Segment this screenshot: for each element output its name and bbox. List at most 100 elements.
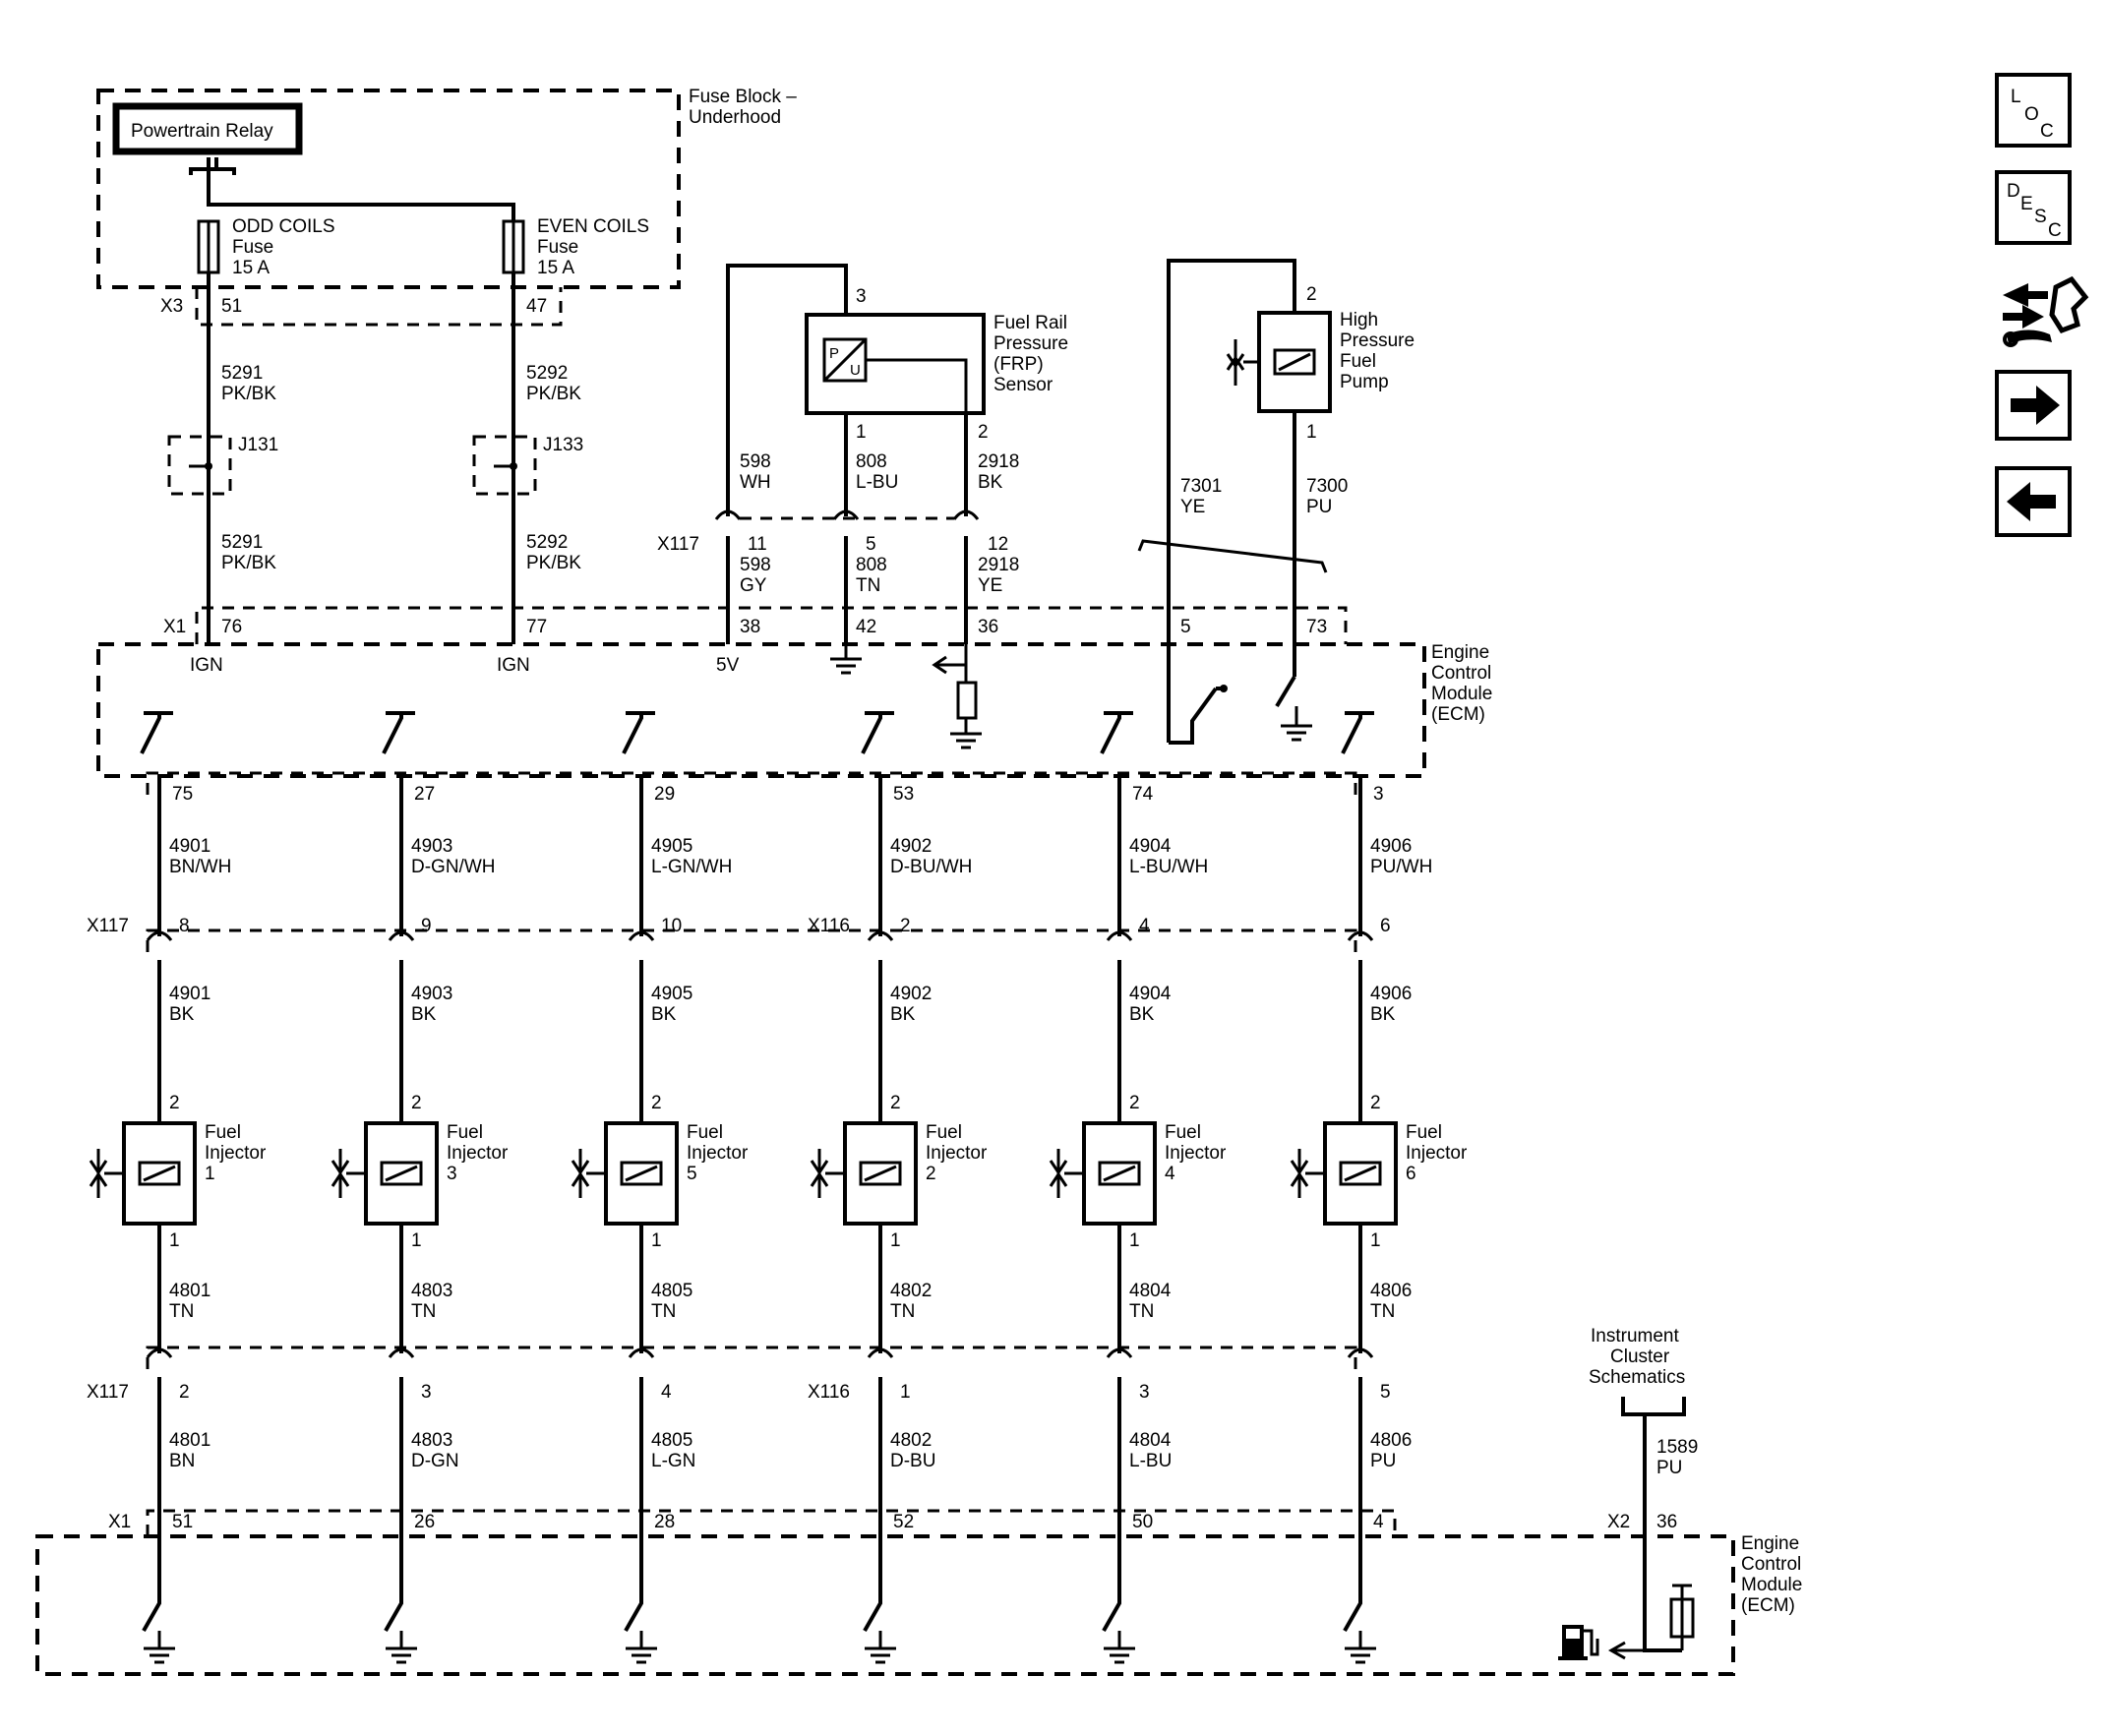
frp-2918-circuit: 2918: [978, 451, 1019, 472]
frp-2918-color: BK: [978, 472, 1003, 493]
instrument-cluster-line-3: Schematics: [1589, 1367, 1685, 1388]
ecm-low-side-switch-icon: [863, 1586, 882, 1632]
loc-letter-c: C: [2040, 121, 2054, 142]
ecm-lower-name-3: Module: [1741, 1575, 1802, 1595]
hp-pump-pin-2: 2: [1306, 284, 1317, 305]
ecm-upper-name-3: Module: [1431, 684, 1492, 704]
ecm-5v-label: 5V: [716, 655, 740, 676]
ecm-driver-switch-icon: [382, 711, 415, 754]
injector-pin-top: 2: [890, 1093, 901, 1113]
color-top: PU/WH: [1370, 857, 1432, 877]
color-mid: BK: [651, 1004, 677, 1025]
frp-pin-3: 3: [856, 286, 867, 307]
connector-terminal-icon: [1347, 930, 1374, 941]
ecm-low-side-switch-icon: [624, 1586, 643, 1632]
x1-pin-42: 42: [856, 617, 876, 637]
circuit-low: 4806: [1370, 1281, 1412, 1301]
frp-598-circuit: 598: [740, 451, 771, 472]
x1-top-outline: [195, 606, 1348, 644]
x1-top-label: X1: [163, 617, 186, 637]
color-low: TN: [411, 1301, 436, 1322]
hp-pump-7300: 7300: [1306, 476, 1348, 497]
injector-pin-bottom: 1: [1370, 1230, 1381, 1251]
desc-letter-e: E: [2020, 194, 2033, 214]
nav-next-button[interactable]: [1995, 370, 2072, 441]
injector-name: Fuel: [447, 1122, 483, 1143]
x1-pin-5: 5: [1180, 617, 1191, 637]
splice-j131-label: J131: [238, 435, 278, 455]
color-mid: BK: [890, 1004, 916, 1025]
ecm-upper-name-2: Control: [1431, 663, 1491, 684]
hp-pump-name-1: High: [1340, 310, 1378, 330]
ground-icon: [865, 1631, 896, 1664]
circuit-mid: 4901: [169, 984, 211, 1004]
ecm-resistor-icon: [956, 681, 978, 720]
hp-pump-name-2: Pressure: [1340, 330, 1415, 351]
coil-even-circuit-upper: 5292: [526, 363, 568, 384]
x1-pin-76: 76: [221, 617, 242, 637]
nav-desc-button[interactable]: D E S C: [1995, 170, 2072, 245]
ecm-upper-outline: [96, 642, 1426, 778]
high-pressure-fuel-pump: High Pressure Fuel Pump 2 1 7301 YE 7300…: [1137, 259, 1415, 745]
hp-pump-7301: 7301: [1180, 476, 1222, 497]
color-top: BN/WH: [169, 857, 231, 877]
ecm-lower: Engine Control Module (ECM): [35, 771, 1802, 1676]
connector-bottom-label: X116: [808, 1382, 850, 1403]
circuit-top: 4905: [651, 836, 692, 857]
injector-name-2: Injector: [205, 1143, 267, 1164]
hp-fuel-pump-solenoid-icon: [1273, 348, 1316, 376]
circuit-low: 4805: [651, 1281, 692, 1301]
frp-sensor: P U Fuel Rail Pressure (FRP) Sensor 3 1 …: [657, 264, 1068, 676]
circuit-bottom: 4804: [1129, 1430, 1172, 1451]
injector-pin-top: 2: [1129, 1093, 1140, 1113]
harness-2918: 2918: [978, 555, 1019, 575]
ecm-hp-pump-low-switch: [1275, 675, 1296, 708]
x1-top-pin: 27: [414, 784, 435, 805]
color-low: TN: [651, 1301, 676, 1322]
ground-icon: [830, 644, 862, 675]
frp-name-2: Pressure: [993, 333, 1068, 354]
x1-top-pin: 3: [1373, 784, 1384, 805]
color-low: TN: [1370, 1301, 1395, 1322]
connector-terminal-icon: [867, 1347, 894, 1358]
connector-top-pin: 9: [421, 916, 432, 936]
loc-letter-o: O: [2024, 104, 2039, 125]
ground-icon: [386, 1631, 417, 1664]
injector-name-2: Injector: [447, 1143, 509, 1164]
injector-pin-bottom: 1: [890, 1230, 901, 1251]
connector-top-pin: 2: [900, 916, 911, 936]
frp-glyph-u: U: [850, 362, 861, 379]
instrument-cluster-line-2: Cluster: [1610, 1347, 1670, 1367]
nav-connector-tool-button[interactable]: [2003, 275, 2089, 347]
nav-loc-button[interactable]: L O C: [1995, 73, 2072, 148]
injector-name-2: Injector: [926, 1143, 988, 1164]
circuit-low: 4803: [411, 1281, 452, 1301]
hp-pump-pin-1: 1: [1306, 422, 1317, 443]
x1-bottom-pin: 51: [172, 1512, 193, 1532]
circuit-low: 4802: [890, 1281, 932, 1301]
x1-pin-36: 36: [978, 617, 998, 637]
hp-pump-7300-color: PU: [1306, 497, 1332, 517]
connector-terminal-icon: [388, 930, 415, 941]
x1-bottom-pin: 26: [414, 1512, 435, 1532]
fuse-block-title-1: Fuse Block –: [689, 87, 797, 107]
x1-bottom-label: X1: [108, 1512, 131, 1532]
connector-terminal-icon: [628, 1347, 655, 1358]
color-mid: BK: [1129, 1004, 1155, 1025]
nav-prev-button[interactable]: [1995, 466, 2072, 537]
ecm-upper: X1 Engine Control Module (ECM): [96, 606, 1492, 778]
desc-letter-d: D: [2007, 181, 2020, 202]
odd-coils-fuse-type: Fuse: [232, 237, 273, 258]
ecm-signal-arrow-icon: [932, 644, 968, 675]
injector-pin-top: 2: [411, 1093, 422, 1113]
color-low: TN: [169, 1301, 194, 1322]
powertrain-relay-label: Powertrain Relay: [131, 121, 273, 142]
x1-bottom-pin: 52: [893, 1512, 914, 1532]
connector-tool-icon: [2003, 275, 2089, 347]
injector-solenoid-icon: [1098, 1161, 1141, 1186]
circuit-bottom: 4803: [411, 1430, 452, 1451]
circuit-top: 4904: [1129, 836, 1172, 857]
connector-bottom-pin: 2: [179, 1382, 190, 1403]
